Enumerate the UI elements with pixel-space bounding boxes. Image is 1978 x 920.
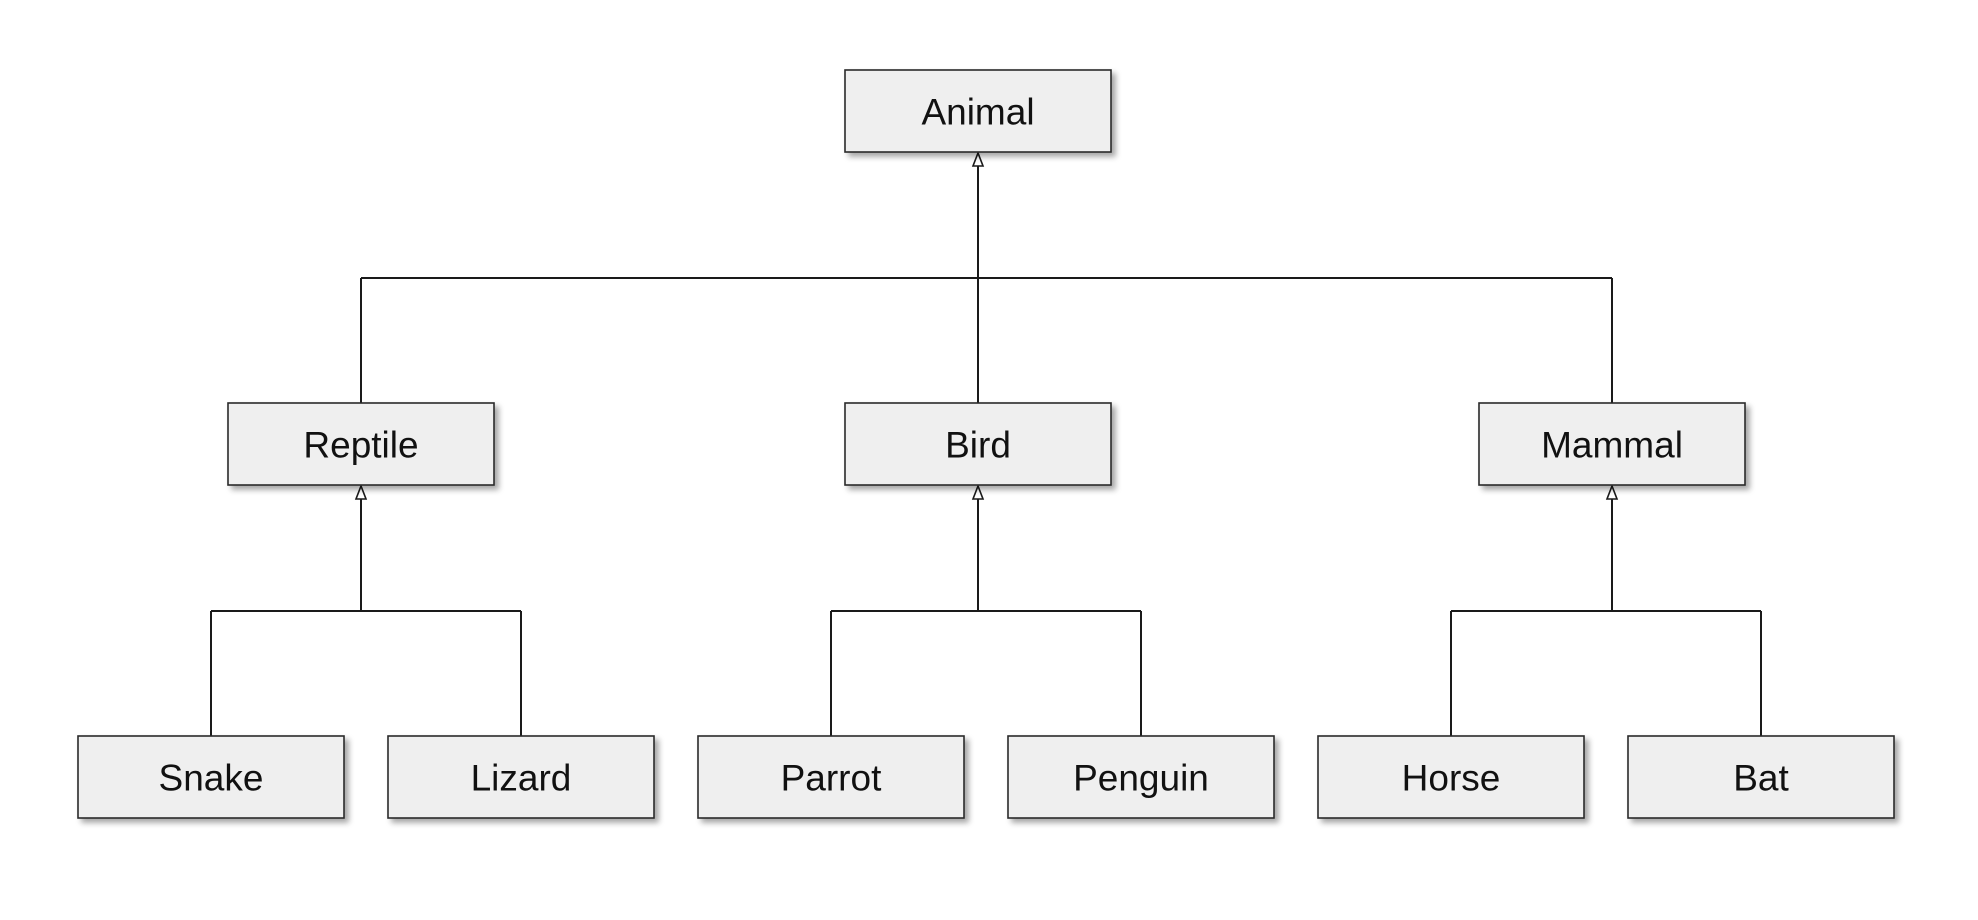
inheritance-arrowhead-mammal (1605, 483, 1619, 500)
node-label-snake: Snake (159, 758, 264, 799)
node-label-penguin: Penguin (1073, 758, 1209, 799)
node-mammal[interactable]: Mammal (1478, 402, 1746, 486)
node-lizard[interactable]: Lizard (387, 735, 655, 819)
node-label-parrot: Parrot (781, 758, 882, 799)
node-penguin[interactable]: Penguin (1007, 735, 1275, 819)
node-parrot[interactable]: Parrot (697, 735, 965, 819)
node-bird[interactable]: Bird (844, 402, 1112, 486)
node-horse[interactable]: Horse (1317, 735, 1585, 819)
inheritance-arrowhead-bird (971, 483, 985, 500)
node-label-bird: Bird (945, 425, 1011, 466)
inheritance-arrowhead-animal (971, 150, 985, 167)
node-label-animal: Animal (921, 92, 1034, 133)
node-label-mammal: Mammal (1541, 425, 1683, 466)
node-bat[interactable]: Bat (1627, 735, 1895, 819)
class-nodes: Animal Reptile Bird Mammal Snake Lizard … (77, 69, 1895, 819)
node-animal[interactable]: Animal (844, 69, 1112, 153)
node-label-lizard: Lizard (471, 758, 572, 799)
node-label-reptile: Reptile (303, 425, 418, 466)
inheritance-arrowhead-reptile (354, 483, 368, 500)
node-reptile[interactable]: Reptile (227, 402, 495, 486)
node-snake[interactable]: Snake (77, 735, 345, 819)
node-label-bat: Bat (1733, 758, 1789, 799)
connectors (210, 150, 1762, 736)
node-label-horse: Horse (1402, 758, 1501, 799)
